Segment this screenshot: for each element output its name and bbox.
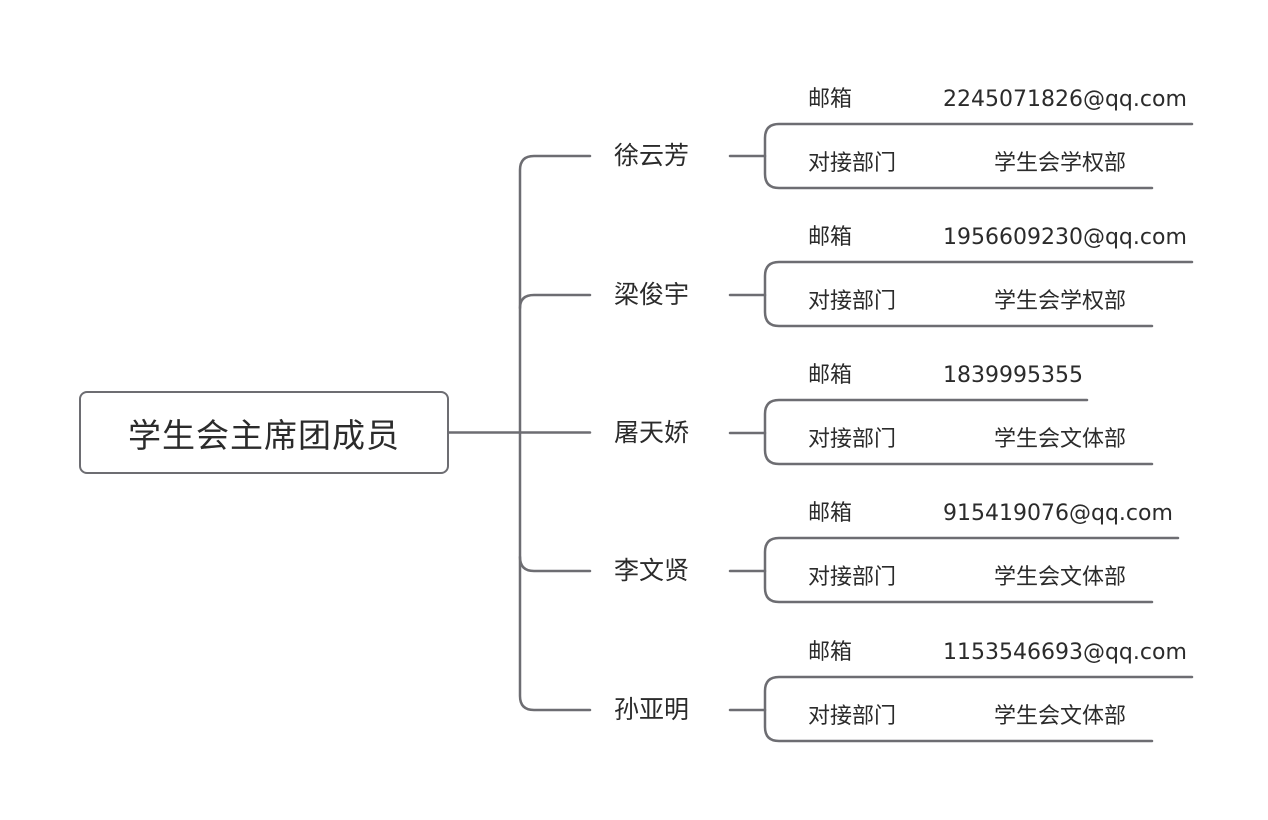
email-label: 邮箱 [808, 225, 853, 250]
email-value: 1153546693@qq.com [943, 640, 1187, 665]
email-label: 邮箱 [808, 501, 853, 526]
department-value: 学生会文体部 [994, 565, 1127, 590]
root-title: 学生会主席团成员 [128, 415, 400, 455]
email-label: 邮箱 [808, 363, 853, 388]
email-label: 邮箱 [808, 640, 853, 665]
department-label: 对接部门 [808, 704, 897, 729]
email-label: 邮箱 [808, 87, 853, 112]
member-name: 梁俊宇 [614, 280, 690, 309]
department-label: 对接部门 [808, 151, 897, 176]
member-name: 徐云芳 [614, 141, 690, 170]
root-node: 学生会主席团成员 [79, 391, 449, 474]
department-label: 对接部门 [808, 565, 897, 590]
branch-connector-4 [518, 555, 592, 573]
department-value: 学生会学权部 [994, 289, 1127, 314]
email-value: 2245071826@qq.com [943, 87, 1187, 112]
tree-spine [518, 154, 592, 712]
member-name: 李文贤 [614, 556, 690, 585]
department-label: 对接部门 [808, 427, 897, 452]
department-value: 学生会文体部 [994, 704, 1127, 729]
branch-connector-2 [518, 293, 592, 310]
department-label: 对接部门 [808, 289, 897, 314]
department-value: 学生会学权部 [994, 151, 1127, 176]
member-name: 孙亚明 [614, 695, 690, 724]
email-value: 1956609230@qq.com [943, 225, 1187, 250]
email-value: 1839995355 [943, 363, 1083, 388]
email-value: 915419076@qq.com [943, 501, 1173, 526]
member-name: 屠天娇 [614, 418, 690, 447]
department-value: 学生会文体部 [994, 427, 1127, 452]
